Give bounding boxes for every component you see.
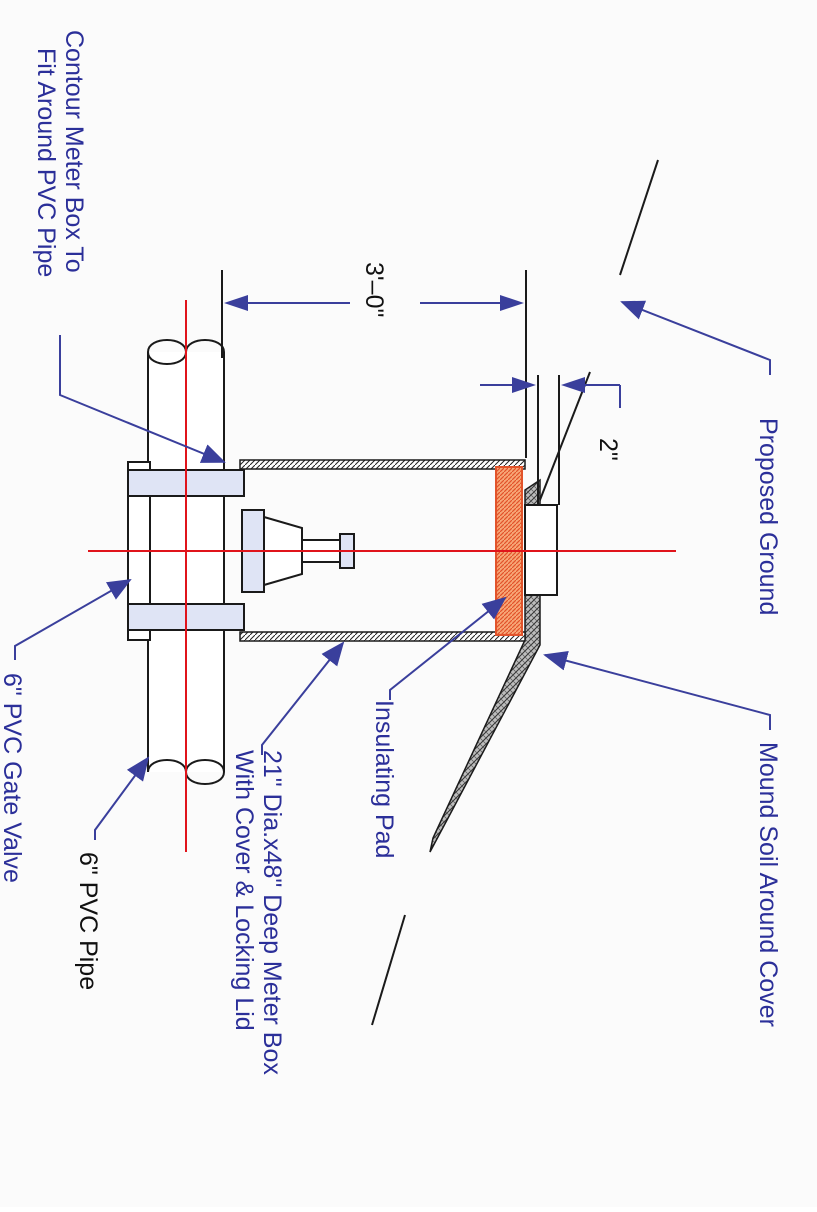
leader-proposed-ground	[620, 300, 771, 375]
dim-3ft-arrow-right	[500, 295, 524, 311]
label-mound-soil: Mound Soil Around Cover	[754, 742, 782, 1027]
pipe-break-bottom-inner	[185, 759, 225, 773]
leader-meter-box	[261, 641, 345, 755]
label-meter-box-line1: 21" Dia.x48" Deep Meter Box	[258, 750, 286, 1075]
pipe-break-top-inner	[147, 351, 187, 365]
label-contour-line2: Fit Around PVC Pipe	[32, 48, 60, 277]
proposed-ground-line-upper	[619, 159, 659, 276]
leader-pvc-pipe	[94, 756, 150, 840]
proposed-ground-line-lower	[371, 914, 406, 1026]
label-pvc-pipe: 6" PVC Pipe	[74, 852, 102, 990]
label-meter-box-line2: With Cover & Locking Lid	[230, 750, 258, 1031]
leader-mound-soil	[543, 651, 771, 730]
label-proposed-ground: Proposed Ground	[754, 418, 782, 615]
label-contour-line1: Contour Meter Box To	[60, 30, 88, 273]
label-insulating-pad: Insulating Pad	[370, 700, 398, 858]
label-dim-3ft: 3'–0"	[360, 262, 388, 317]
label-gate-valve: 6" PVC Gate Valve	[0, 673, 26, 883]
leader-insulating-pad	[389, 596, 507, 700]
dim-2in-arrow-b	[561, 377, 585, 393]
meter-box-wall-top	[239, 459, 526, 470]
dim-2in-arrow-a	[512, 377, 536, 393]
dim-3ft-arrow-left	[224, 295, 248, 311]
meter-box-wall-bottom	[239, 631, 526, 642]
label-dim-2in: 2"	[594, 438, 622, 461]
ground-slope-line	[537, 371, 591, 506]
leader-contour	[59, 335, 226, 463]
leader-gate-valve	[14, 579, 132, 660]
mound-soil-hatch	[429, 478, 541, 853]
